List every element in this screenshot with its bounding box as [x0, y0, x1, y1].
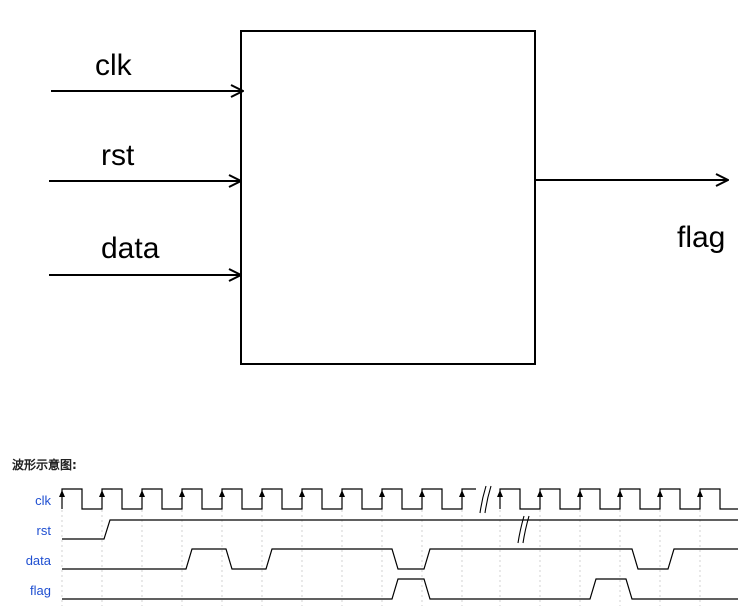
data-waveform — [62, 548, 738, 570]
clk-waveform — [61, 488, 738, 510]
clk-edge-arrow — [259, 490, 265, 497]
module-block — [240, 30, 536, 365]
rst-signal-label: rst — [37, 523, 52, 538]
rst-break-mark — [517, 515, 530, 544]
clk-edge-arrow — [657, 490, 663, 497]
data-port-label: data — [101, 232, 160, 265]
clk-edge-arrow — [577, 490, 583, 497]
clk-port-label: clk — [95, 49, 133, 82]
clk-edge-arrow — [139, 490, 145, 497]
clk-break-mark — [479, 485, 492, 514]
rst-port-label: rst — [101, 139, 135, 172]
clk-edge-arrow — [299, 490, 305, 497]
rst-waveform — [62, 519, 738, 540]
clk-edge-arrow — [697, 490, 703, 497]
clk-edge-arrow — [617, 490, 623, 497]
clk-edge-arrow — [497, 490, 503, 497]
clk-edge-arrow — [379, 490, 385, 497]
clk-edge-arrow — [339, 490, 345, 497]
clk-edge-arrow — [537, 490, 543, 497]
clk-signal-label: clk — [35, 493, 51, 508]
clk-edge-arrow — [59, 490, 65, 497]
clk-edge-arrow — [179, 490, 185, 497]
data-signal-label: data — [26, 553, 52, 568]
clk-edge-arrow — [99, 490, 105, 497]
clk-edge-arrow — [419, 490, 425, 497]
clk-edge-arrow — [459, 490, 465, 497]
flag-port-label: flag — [677, 221, 725, 254]
flag-waveform — [62, 578, 738, 600]
clk-rising-edge-arrows — [59, 490, 703, 497]
clk-edge-arrow — [219, 490, 225, 497]
flag-signal-label: flag — [30, 583, 51, 598]
waveform-caption: 波形示意图: — [12, 457, 77, 472]
timing-grid — [61, 510, 701, 606]
